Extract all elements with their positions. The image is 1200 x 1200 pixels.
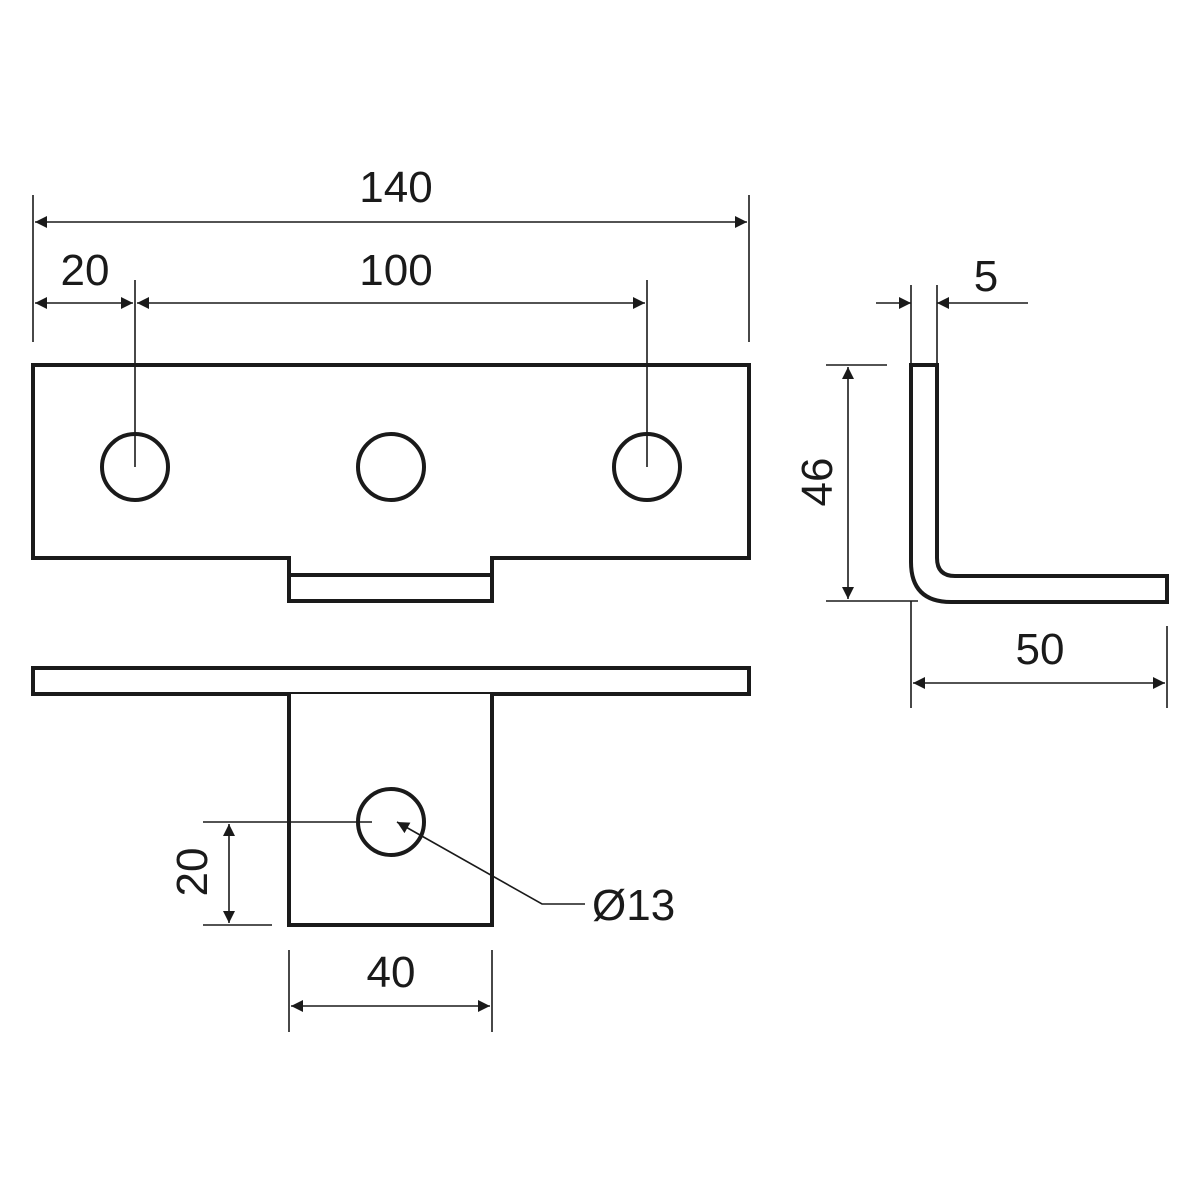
dimension-100: 100 [137,246,645,309]
dimension-40-label: 40 [367,948,416,997]
dimension-40: 40 [291,948,490,1012]
dimension-140-label: 140 [359,163,432,212]
dimension-50-label: 50 [1016,625,1065,674]
dimension-100-label: 100 [359,246,432,295]
dimension-46-label: 46 [793,458,842,507]
dimension-5: 5 [876,252,1028,309]
side-view-profile [909,363,1169,604]
front-view [31,363,751,603]
top-extension-lines [32,195,750,467]
diameter-leader: Ø13 [396,821,675,930]
dimension-20-tab-label: 20 [168,848,217,897]
diameter-label: Ø13 [592,881,675,930]
top-view-plate [31,666,751,696]
side-view [909,363,1169,604]
dimension-20-tab: 20 [168,824,235,923]
top-view [31,666,751,927]
bottom-extension-lines [203,821,493,1032]
side-extension-lines [826,285,1168,708]
dimension-20-top-label: 20 [61,246,110,295]
dimension-50: 50 [913,625,1165,689]
dimension-140: 140 [35,163,747,228]
dimension-5-label: 5 [974,252,998,301]
hole-center [356,432,426,502]
dimension-46: 46 [793,367,854,599]
dimension-20-top: 20 [35,246,133,309]
